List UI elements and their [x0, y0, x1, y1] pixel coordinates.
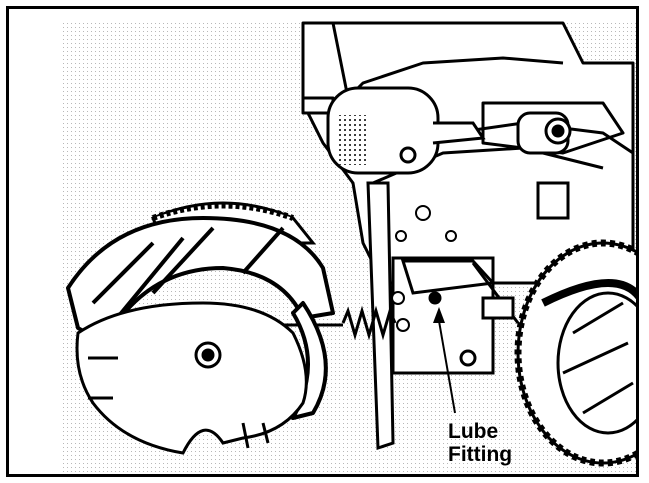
edging-blade — [75, 301, 308, 455]
gearbox-bracket — [391, 256, 520, 375]
lube-fitting-label: Lube Fitting — [448, 420, 512, 466]
callout-line-2: Fitting — [448, 443, 513, 466]
callout-line-1: Lube — [448, 420, 499, 443]
blade-guard — [66, 216, 335, 420]
mounting-bolts — [391, 205, 457, 332]
illustration-frame: Lube Fitting — [6, 6, 639, 477]
control-box — [326, 86, 486, 175]
rear-wheel — [514, 239, 636, 467]
callout-leader — [433, 307, 456, 414]
blade-plate — [366, 181, 395, 451]
edger-illustration — [63, 21, 636, 474]
spark-plug — [516, 111, 572, 220]
